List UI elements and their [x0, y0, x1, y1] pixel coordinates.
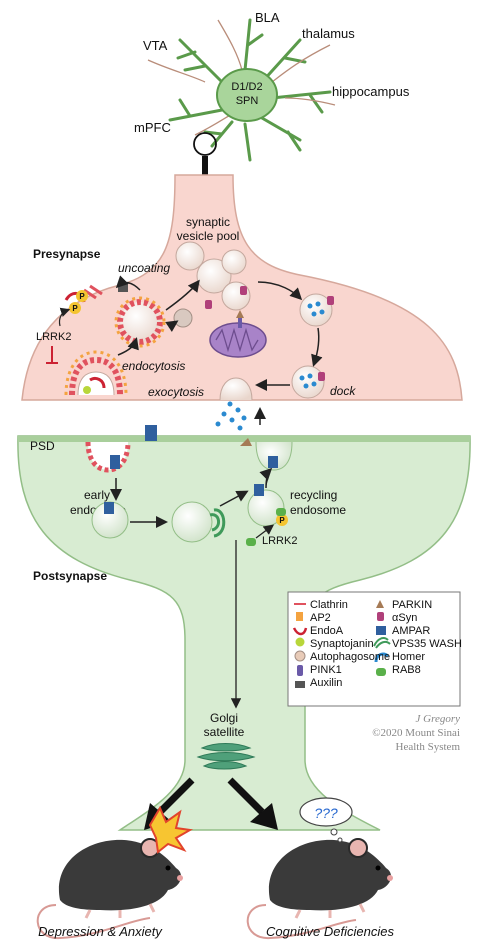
golgi-label-1: Golgi: [210, 711, 238, 725]
auxilin-icon: [295, 681, 305, 688]
mouse-cognitive: ???: [246, 797, 393, 940]
pink1-icon: [297, 665, 303, 676]
mouse-depression: [36, 805, 194, 940]
legend-label-homer: Homer: [392, 651, 425, 663]
legend-label-auxilin: Auxilin: [310, 677, 342, 689]
recycling-label-1: recycling: [290, 488, 337, 502]
asyn-icon: [377, 612, 384, 621]
legend-label-vps35: VPS35 WASH: [392, 638, 462, 650]
thought-bubble: [299, 797, 353, 827]
legend-label-pink1: PINK1: [310, 664, 342, 676]
vesicle-pool-label-2: vesicle pool: [177, 229, 240, 243]
presynapse-title: Presynapse: [33, 247, 101, 261]
spn-neuron: D1/D2 SPN VTA BLA thalamus hippocampus m…: [134, 10, 410, 200]
neurotransmitter-dots: [215, 401, 247, 431]
neuron-label-1: D1/D2: [231, 81, 262, 93]
postsynaptic-spine: PSD Postsynapse early endosome P recycli…: [17, 407, 471, 831]
post-phospho: P: [279, 516, 285, 525]
legend-label-ampar: AMPAR: [392, 625, 430, 637]
ap2-icon: [296, 612, 303, 621]
credit-line-1: ©2020 Mount Sinai: [372, 727, 460, 739]
presynaptic-terminal: Presynapse synaptic vesicle pool uncoati…: [21, 174, 463, 401]
synaptojanin-icon: [295, 637, 305, 647]
golgi-label-2: satellite: [204, 725, 245, 739]
credit-artist: J Gregory: [416, 713, 461, 725]
legend-label-autophagosome: Autophagosome: [310, 651, 390, 663]
outcome-cognitive-label: Cognitive Deficiencies: [266, 924, 394, 939]
input-hippocampus: hippocampus: [332, 84, 410, 99]
vps35-icon: [373, 637, 391, 649]
legend-label-synaptojanin: Synaptojanin: [310, 638, 374, 650]
parkin-icon: [376, 600, 384, 608]
outcome-depression-label: Depression & Anxiety: [38, 924, 163, 939]
legend-label-asyn: αSyn: [392, 612, 417, 624]
pre-lrrk2-label: LRRK2: [36, 331, 71, 343]
early-endosome-label-1: early: [84, 488, 110, 502]
psd-label: PSD: [30, 439, 55, 453]
rab8-icon: [376, 668, 386, 676]
credit: J Gregory ©2020 Mount Sinai Health Syste…: [372, 713, 460, 753]
uncoating-label: uncoating: [118, 261, 170, 275]
legend-label-clathrin: Clathrin: [310, 599, 348, 611]
legend-label-endoa: EndoA: [310, 625, 344, 637]
golgi-stack: [196, 743, 256, 770]
legend-label-rab8: RAB8: [392, 664, 421, 676]
dock-label: dock: [330, 384, 356, 398]
homer-icon: [374, 652, 390, 663]
pre-phospho-1: P: [72, 304, 78, 313]
endoa-icon: [292, 627, 308, 636]
legend: Clathrin AP2 EndoA Synaptojanin Autophag…: [287, 591, 462, 707]
input-vta: VTA: [143, 38, 168, 53]
input-mpfc: mPFC: [134, 120, 171, 135]
vesicle-pool-label-1: synaptic: [186, 215, 230, 229]
pre-phospho-2: P: [79, 292, 85, 301]
post-lrrk2-label: LRRK2: [262, 535, 297, 547]
autophagosome-icon: [294, 650, 306, 662]
credit-line-2: Health System: [396, 741, 461, 753]
postsynapse-title: Postsynapse: [33, 569, 107, 583]
legend-label-ap2: AP2: [310, 612, 331, 624]
input-bla: BLA: [255, 10, 280, 25]
zoom-circle: [193, 132, 217, 156]
legend-label-parkin: PARKIN: [392, 599, 432, 611]
recycling-label-2: endosome: [290, 503, 346, 517]
input-thalamus: thalamus: [302, 26, 355, 41]
endocytosis-label: endocytosis: [122, 359, 185, 373]
ampar-icon: [376, 626, 386, 635]
thought-text: ???: [314, 805, 338, 821]
exocytosis-label: exocytosis: [148, 385, 204, 399]
neuron-label-2: SPN: [236, 95, 259, 107]
